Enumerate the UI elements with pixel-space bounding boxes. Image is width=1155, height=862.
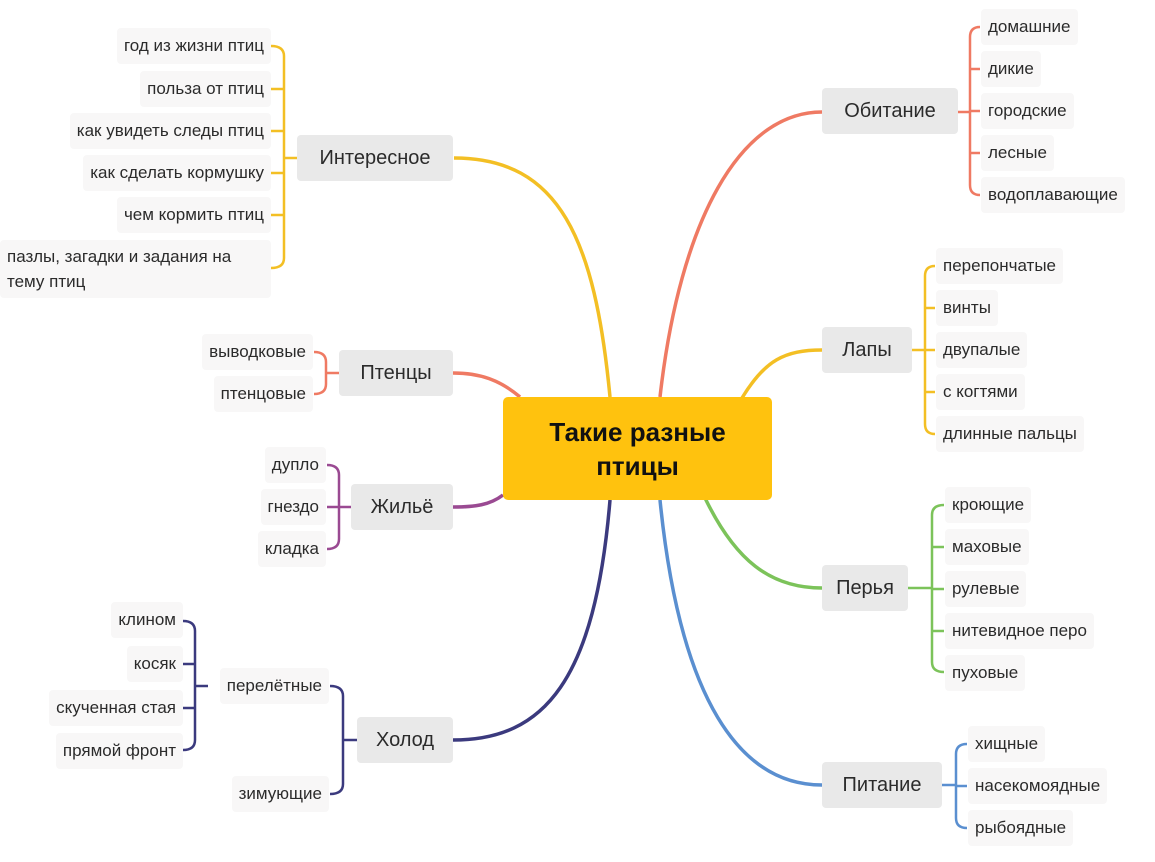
leaf-item[interactable]: двупалые (936, 332, 1028, 368)
branch-label: Интересное (319, 146, 431, 169)
leaf-item[interactable]: польза от птиц (140, 71, 271, 107)
branch-obitanie[interactable]: Обитание (822, 88, 958, 134)
branch-label: Жильё (370, 495, 434, 518)
branch-label: Обитание (844, 99, 936, 122)
branch-label: Холод (375, 728, 435, 751)
leaf-item[interactable]: год из жизни птиц (116, 28, 271, 64)
connector-zhilyo (452, 493, 505, 509)
branch-ptentsy[interactable]: Птенцы (339, 350, 453, 396)
leaf-item[interactable]: рулевые (945, 571, 1027, 607)
leaf-item[interactable]: винты (936, 290, 998, 326)
leaf-item[interactable]: перепончатые (936, 248, 1064, 284)
leaf-item[interactable]: дупло (264, 447, 326, 483)
leaf-item[interactable]: кладка (257, 531, 326, 567)
leaf-item[interactable]: насекомоядные (968, 768, 1108, 804)
branch-kholod[interactable]: Холод (357, 717, 453, 763)
leaf-item[interactable]: с когтями (936, 374, 1025, 410)
branch-label: Птенцы (360, 361, 432, 384)
leaf-item[interactable]: клином (111, 602, 183, 638)
leaf-item[interactable]: лесные (981, 135, 1054, 171)
branch-interesnoe[interactable]: Интересное (297, 135, 453, 181)
leaf-item[interactable]: кроющие (945, 487, 1032, 523)
leaf-item[interactable]: выводковые (202, 334, 313, 370)
leaf-item[interactable]: нитевидное перо (945, 613, 1094, 649)
branch-perya[interactable]: Перья (822, 565, 908, 611)
leaf-item[interactable]: пуховые (945, 655, 1026, 691)
leaf-item[interactable]: гнездо (260, 489, 326, 525)
connector-interesnoe (453, 156, 612, 398)
connector-ptentsy (452, 371, 522, 399)
sub-topic-zimuyushchie[interactable]: зимующие (231, 776, 329, 812)
branch-pitanie[interactable]: Питание (822, 762, 942, 808)
leaf-item[interactable]: хищные (968, 726, 1046, 762)
leaf-item[interactable]: рыбоядные (968, 810, 1074, 846)
leaf-item[interactable]: как сделать кормушку (83, 155, 271, 191)
connector-lapy (740, 348, 823, 399)
leaf-item[interactable]: как увидеть следы птиц (69, 113, 271, 149)
leaf-item[interactable]: водоплавающие (981, 177, 1125, 213)
sub-topic-pereletnye[interactable]: перелётные (219, 668, 329, 704)
leaf-item[interactable]: дикие (981, 51, 1041, 87)
branch-label: Лапы (842, 338, 892, 361)
leaf-item[interactable]: пазлы, загадки и задания на тему птиц (0, 240, 271, 298)
branch-label: Питание (842, 773, 922, 796)
central-topic-label: Такие разные птицы (549, 416, 726, 481)
branch-label: Перья (836, 576, 894, 599)
connector-perya (703, 497, 823, 590)
leaf-item[interactable]: птенцовые (213, 376, 313, 412)
leaf-item[interactable]: прямой фронт (55, 733, 183, 769)
branch-zhilyo[interactable]: Жильё (351, 484, 453, 530)
connector-obitanie (658, 110, 823, 398)
leaf-item[interactable]: длинные пальцы (936, 416, 1084, 452)
leaf-item[interactable]: городские (981, 93, 1074, 129)
leaf-item[interactable]: домашние (981, 9, 1078, 45)
central-topic[interactable]: Такие разные птицы (503, 397, 772, 500)
leaf-item[interactable]: косяк (126, 646, 183, 682)
leaf-item[interactable]: скученная стая (49, 690, 183, 726)
branch-lapy[interactable]: Лапы (822, 327, 912, 373)
connector-pitanie (658, 499, 823, 787)
connector-kholod (452, 499, 612, 742)
leaf-item[interactable]: чем кормить птиц (116, 197, 271, 233)
leaf-item[interactable]: маховые (945, 529, 1029, 565)
